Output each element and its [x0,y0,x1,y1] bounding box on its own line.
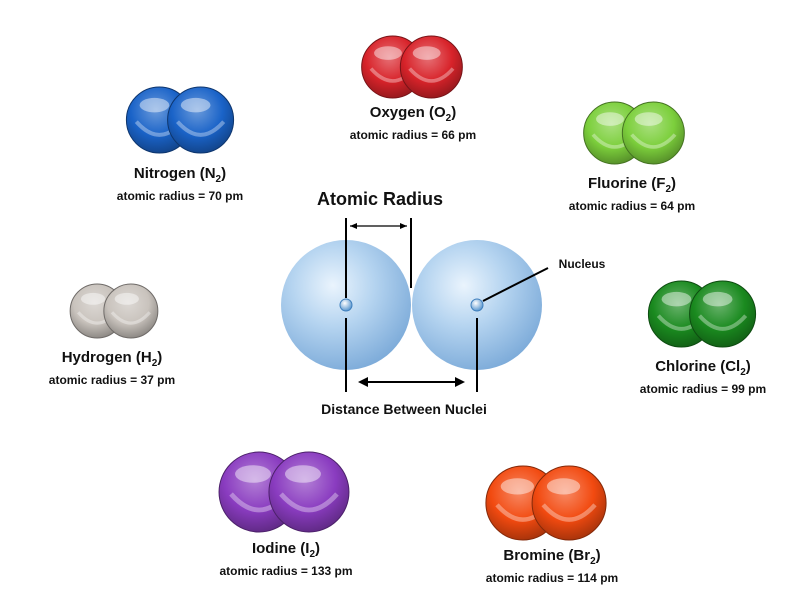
reflection-bromine-right [541,503,597,522]
highlight-iodine-right [284,465,321,483]
atom-nitrogen-right [167,86,235,154]
nucleus-label: Nucleus [558,257,606,271]
atom-fluorine-right [621,101,685,165]
reflection-chlorine-right [698,314,748,331]
reflection-oxygen-right [408,67,455,83]
highlight-iodine-left [235,465,272,483]
atom-hydrogen-right [103,283,159,339]
atom-chlorine-right [689,280,757,348]
element-name-chlorine: Chlorine (Cl2) [655,358,751,378]
molecule-bromine [485,465,607,541]
distance-arrow-head-right [455,377,465,387]
radius-text-fluorine: atomic radius = 64 pm [568,199,696,213]
right-nucleus [470,298,484,312]
nucleus-pointer-line [482,267,549,302]
molecule-hydrogen [69,283,159,339]
highlight-fluorine-left [596,112,624,126]
radius-arrow-head-right [400,223,407,229]
highlight-nitrogen-left [139,97,170,113]
label-chlorine: Chlorine (Cl2) atomic radius = 99 pm [640,358,766,396]
central-molecule [281,218,549,392]
atom-oxygen-right [399,35,463,99]
label-bromine: Bromine (Br2) atomic radius = 114 pm [486,547,618,585]
molecule-oxygen [361,35,463,99]
molecule-fluorine [583,101,685,165]
molecule-nitrogen [125,86,235,154]
highlight-hydrogen-right [114,292,139,305]
radius-text-oxygen: atomic radius = 66 pm [349,128,477,142]
highlight-oxygen-left [374,46,402,60]
molecule-chlorine [647,280,757,348]
highlight-bromine-left [500,478,535,495]
molecule-layer [69,35,757,541]
atom-iodine-right [268,451,350,533]
radius-text-nitrogen: atomic radius = 70 pm [116,189,244,203]
label-fluorine: Fluorine (F2) atomic radius = 64 pm [569,175,695,213]
highlight-nitrogen-right [180,97,211,113]
highlight-chlorine-left [661,291,692,307]
reflection-hydrogen-right [110,311,151,325]
reflection-fluorine-right [630,133,677,149]
left-nucleus [339,298,353,312]
label-hydrogen: Hydrogen (H2) atomic radius = 37 pm [49,349,175,387]
element-name-bromine: Bromine (Br2) [503,547,601,567]
radius-text-bromine: atomic radius = 114 pm [485,571,619,585]
atom-bromine-right [531,465,607,541]
reflection-iodine-right [279,492,339,513]
label-iodine: Iodine (I2) atomic radius = 133 pm [219,540,352,578]
radius-arrow-head-left [350,223,357,229]
highlight-oxygen-right [412,46,441,60]
molecule-iodine [218,451,350,533]
highlight-hydrogen-left [80,292,106,305]
element-name-hydrogen: Hydrogen (H2) [61,349,163,369]
element-name-oxygen: Oxygen (O2) [369,104,457,124]
distance-between-nuclei-label: Distance Between Nuclei [321,401,487,417]
element-name-fluorine: Fluorine (F2) [587,175,677,195]
atomic-radius-title: Atomic Radius [316,189,444,209]
element-name-nitrogen: Nitrogen (N2) [133,165,227,185]
label-oxygen: Oxygen (O2) atomic radius = 66 pm [350,104,476,142]
element-name-iodine: Iodine (I2) [251,540,321,560]
highlight-bromine-right [546,478,581,495]
distance-arrow-head-left [358,377,368,387]
reflection-nitrogen-right [176,120,226,137]
label-nitrogen: Nitrogen (N2) atomic radius = 70 pm [117,165,243,203]
highlight-chlorine-right [702,291,733,307]
highlight-fluorine-right [634,112,663,126]
radius-text-hydrogen: atomic radius = 37 pm [48,373,176,387]
radius-text-iodine: atomic radius = 133 pm [219,564,353,578]
radius-text-chlorine: atomic radius = 99 pm [639,382,767,396]
